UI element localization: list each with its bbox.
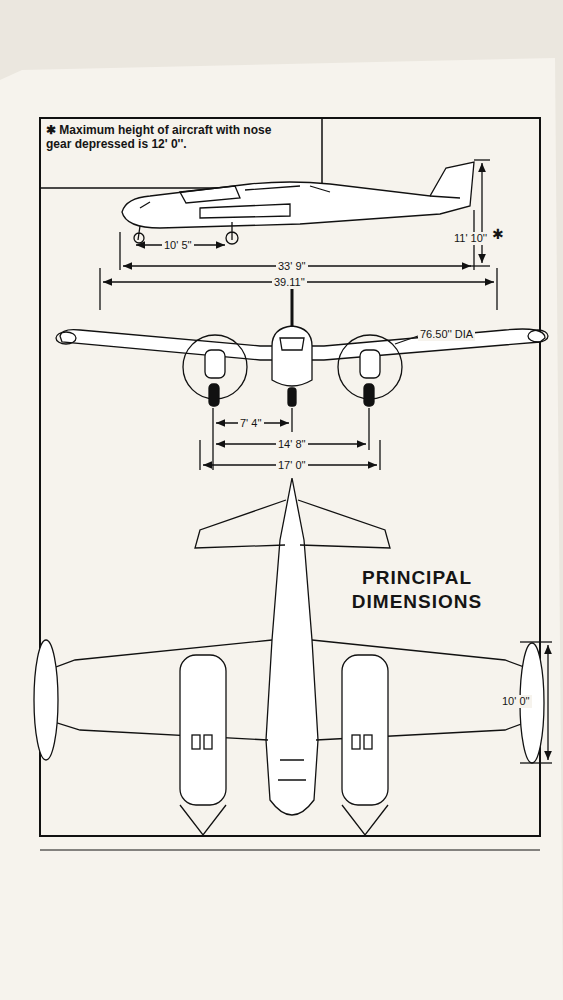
- dimension-label: 11' 10'': [452, 232, 489, 245]
- dimension-label: 76.50'' DIA: [418, 328, 475, 341]
- dimension-label: 7' 4'': [238, 417, 264, 430]
- asterisk-mark: ✱: [490, 226, 506, 242]
- dimension-label: 10' 0'': [500, 695, 532, 708]
- diagram-title: PRINCIPAL DIMENSIONS: [340, 566, 494, 614]
- dimension-label: 39.11'': [272, 276, 307, 289]
- dimension-label: 17' 0'': [276, 459, 308, 472]
- dimension-label: 14' 8'': [276, 438, 308, 451]
- note-text: ✱ Maximum height of aircraft with nose g…: [44, 124, 298, 152]
- dimension-label: 10' 5'': [162, 239, 194, 252]
- dimension-label: 33' 9'': [276, 260, 308, 273]
